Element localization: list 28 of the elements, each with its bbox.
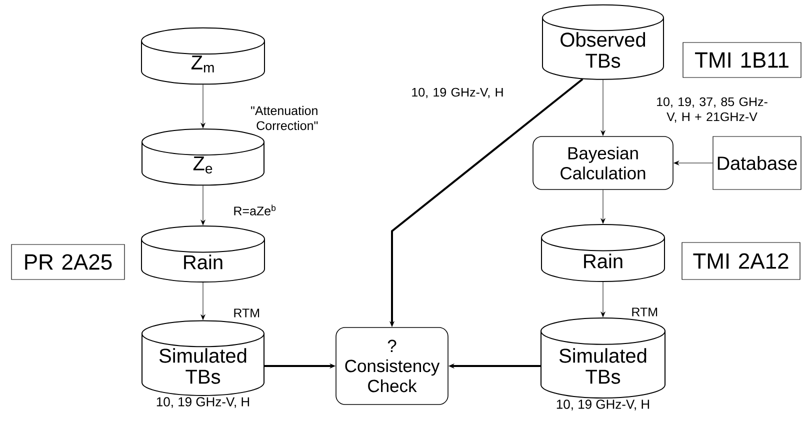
database-cylinder: Simulated TBs: [540, 317, 666, 398]
edge-label: RTM: [632, 308, 658, 316]
arrow: [600, 282, 606, 318]
arrow: [600, 80, 606, 136]
process-box: Bayesian Calculation: [532, 136, 674, 190]
edge-label: RTM: [234, 308, 260, 318]
edge-label: 10, 19 GHz-V, H: [412, 88, 503, 98]
edge-label: R=aZe$^{b}$: [234, 204, 276, 216]
edge-label: 10, 19, 37, 85 GHz-V, H + 21GHz-V: [657, 97, 768, 123]
arrow: [200, 185, 206, 226]
database-cylinder: Rain: [141, 226, 265, 283]
database-cylinder: Simulated TBs: [142, 320, 264, 396]
database-cylinder: Z$_{m}$: [141, 27, 265, 85]
label-box: TMI 1B11: [682, 42, 802, 78]
edge-label: "Attenuation Correction": [251, 106, 318, 130]
node-label: 10, 19 GHz-V, H: [156, 397, 250, 408]
database-cylinder: Rain: [541, 224, 665, 282]
label-box: Database: [712, 136, 802, 190]
arrow: [674, 160, 713, 166]
label-box: TMI 2A12: [682, 242, 800, 280]
arrow: [600, 190, 606, 224]
database-cylinder: Observed TBs: [542, 4, 664, 80]
database-cylinder: Z$_{e}$: [142, 128, 264, 186]
process-box: ? Consistency Check: [336, 327, 448, 405]
arrow: [200, 282, 206, 320]
arrow: [200, 84, 206, 128]
label-box: PR 2A25: [11, 244, 125, 280]
node-label: 10, 19 GHz-V, H: [556, 400, 650, 410]
